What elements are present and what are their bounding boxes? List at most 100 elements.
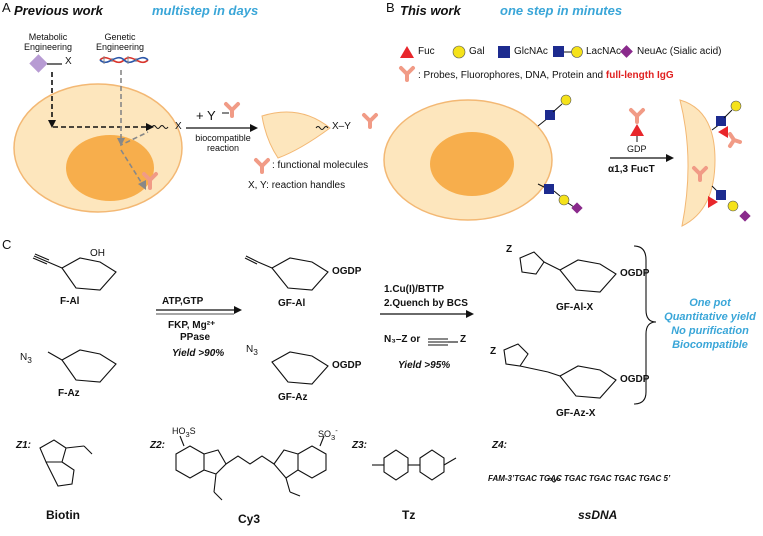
cy3-benzo-2: [297, 445, 327, 479]
panel-a-subtitle: multistep in days: [152, 3, 259, 18]
metabolic-label-line1: Metabolic: [28, 32, 68, 42]
panel-b-subtitle: one step in minutes: [500, 3, 623, 18]
step2-z: Z: [460, 334, 467, 345]
legend-glcnac: GlcNAc: [514, 46, 548, 57]
dna-helix-icon: [99, 56, 149, 64]
step2-top2: 2.Quench by BCS: [384, 298, 468, 309]
yield2: Yield >95%: [398, 360, 451, 371]
dna-end-squiggle: [547, 477, 561, 483]
cy3-so3h: HO3S: [172, 426, 196, 439]
fuc-gdp-icon: [630, 124, 644, 136]
probe-legend-igg: full-length IgG: [605, 70, 674, 81]
step2-mid: N₃–Z or: [384, 334, 421, 345]
fal-oh: OH: [90, 248, 105, 259]
probe-y-icon: [224, 102, 240, 118]
gfal-ring: [271, 257, 329, 291]
cell-fragment-a: [261, 111, 331, 159]
genetic-label-line1: Genetic: [104, 32, 136, 42]
lacnac-circle-icon: [571, 46, 583, 58]
panel-a-letter: A: [2, 0, 11, 15]
gfalx-z: Z: [506, 244, 513, 255]
legend-neuac: NeuAc (Sialic acid): [637, 46, 722, 57]
step2-top1: 1.Cu(I)/BTTP: [384, 284, 444, 295]
onepot-item-2: Quantitative yield: [664, 311, 756, 323]
tz-label: Tz: [402, 508, 416, 522]
cy3-so3: SO3-: [318, 426, 338, 442]
genetic-label-line2: Engineering: [96, 42, 145, 52]
probe-icon: [142, 172, 158, 190]
gfazx-ring: [559, 365, 617, 399]
bracket: [633, 245, 657, 405]
x-handle-label: X: [65, 56, 72, 67]
cell-fragment-b: [679, 99, 716, 227]
faz-label: F-Az: [58, 388, 80, 399]
step1-bot2: PPase: [180, 332, 211, 343]
probe-legend-icon: [399, 66, 415, 82]
gfaz-ring: [271, 351, 329, 385]
fal-label: F-Al: [60, 296, 80, 307]
metabolic-label-line2: Engineering: [24, 42, 73, 52]
onepot-list: One pot Quantitative yield No purificati…: [660, 296, 760, 352]
gfalx-label: GF-Al-X: [556, 302, 594, 313]
legend-lacnac: LacNAc: [586, 46, 622, 57]
panel-a-title: Previous work: [14, 3, 103, 18]
gal-icon: [452, 45, 466, 59]
gfazx-ogdp: OGDP: [620, 374, 650, 385]
phenyl-ring: [419, 449, 445, 481]
fal-ring: [61, 257, 117, 291]
triazole-1: [519, 251, 545, 275]
panel-c-letter: C: [2, 237, 12, 252]
biotin-label: Biotin: [46, 508, 80, 522]
ssdna-label: ssDNA: [578, 508, 618, 522]
faz-ring: [61, 349, 117, 383]
cy3-polymethine: [225, 455, 275, 465]
onepot-item-4: Biocompatible: [672, 339, 748, 351]
legend-handles: X, Y: reaction handles: [248, 180, 346, 191]
biotin-ring2: [45, 461, 75, 487]
step1-bot1: FKP, Mg²⁺: [168, 320, 216, 331]
gfal-ogdp: OGDP: [332, 266, 362, 277]
panel-b-letter: B: [386, 0, 395, 15]
gfaz-label: GF-Az: [278, 392, 308, 403]
gfal-label: GF-Al: [278, 298, 306, 309]
probe-product-icon: [362, 113, 378, 129]
cy3-label: Cy3: [238, 512, 261, 526]
faz-n3: N3: [20, 352, 32, 365]
gfalx-ring: [559, 259, 617, 293]
legend-fuc: Fuc: [418, 46, 435, 57]
reaction-label: biocompatible reaction: [188, 133, 258, 153]
metabolic-label: Metabolic Engineering: [24, 32, 72, 52]
yield1: Yield >90%: [172, 348, 225, 359]
legend-probe-icon: [254, 158, 270, 174]
gdp-label: GDP: [627, 144, 647, 154]
nucleus-b: [430, 132, 514, 196]
xy-product-label: X–Y: [332, 121, 351, 132]
gfaz-n3: N3: [246, 344, 258, 357]
plus-y-label: + Y: [196, 108, 216, 123]
nucleus-a: [66, 135, 154, 201]
cy3-benzo-1: [175, 445, 205, 479]
z1-label: Z1:: [16, 440, 31, 451]
onepot-item-1: One pot: [689, 297, 731, 309]
z2-label: Z2:: [150, 440, 165, 451]
lacnac-square-icon: [553, 46, 564, 57]
gfazx-label: GF-Az-X: [556, 408, 596, 419]
cy3-indole-2: [273, 449, 299, 479]
legend-functional: : functional molecules: [272, 160, 369, 171]
probe-legend-text: : Probes, Fluorophores, DNA, Protein and…: [418, 70, 674, 81]
gfalx-ogdp: OGDP: [620, 268, 650, 279]
enzyme-label: α1,3 FucT: [608, 164, 655, 175]
reaction-label-line2: reaction: [206, 143, 240, 153]
onepot-item-3: No purification: [671, 325, 749, 337]
gfaz-ogdp: OGDP: [332, 360, 362, 371]
tetrazine-ring: [383, 449, 409, 481]
step1-top: ATP,GTP: [162, 296, 204, 307]
genetic-label: Genetic Engineering: [96, 32, 144, 52]
triazole-2: [503, 343, 529, 367]
z3-label: Z3:: [352, 440, 367, 451]
gfazx-z: Z: [490, 346, 497, 357]
glcnac-icon: [498, 46, 510, 58]
